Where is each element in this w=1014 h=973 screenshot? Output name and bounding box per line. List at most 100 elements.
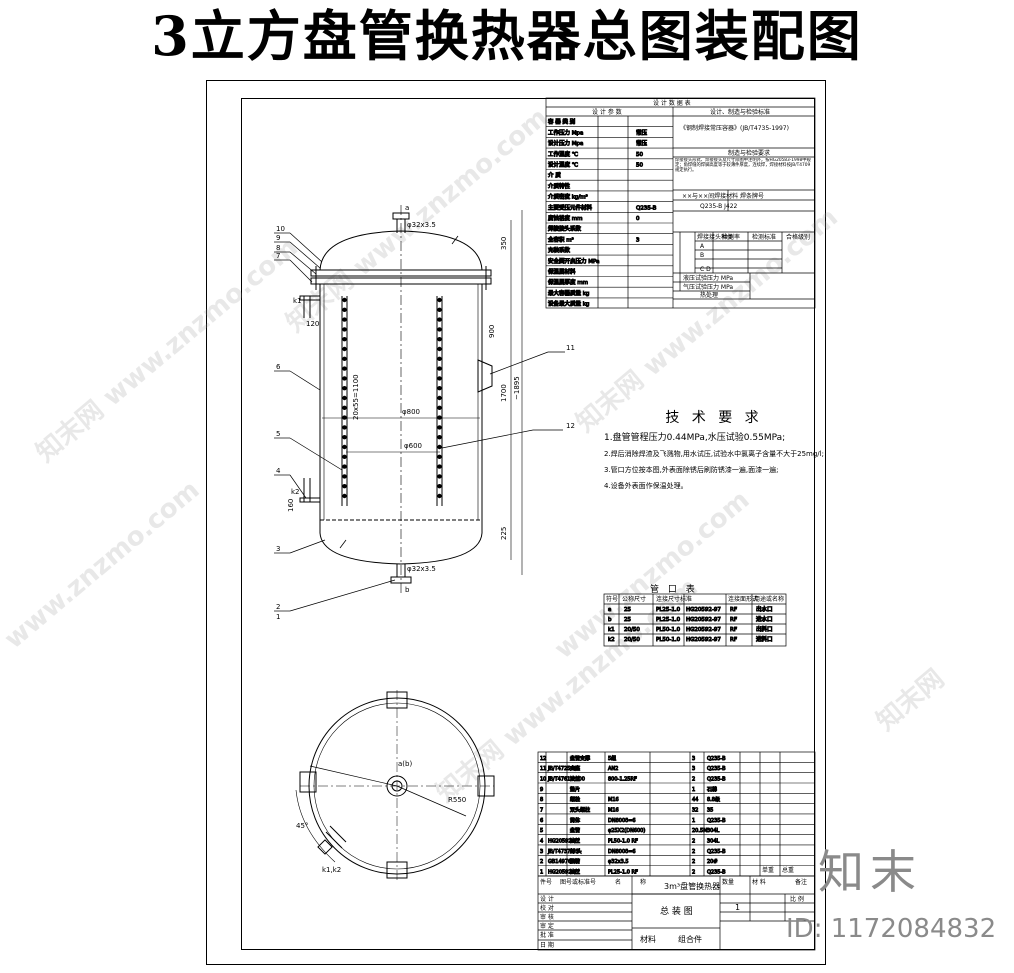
nozzle-cell: a bbox=[608, 607, 611, 613]
coil-turn-mark bbox=[342, 444, 347, 450]
design-param-label: 设计压力 Mpa bbox=[548, 139, 583, 147]
callout-number: 7 bbox=[276, 252, 280, 260]
parts-cell: 封 头 bbox=[570, 848, 582, 855]
parts-cell: 筒体 bbox=[570, 817, 580, 824]
parts-cell: 2 bbox=[692, 776, 695, 782]
ndt-row-b: B bbox=[700, 252, 704, 259]
ndt-row-cd: C D bbox=[700, 266, 711, 273]
design-param-label: 安全阀开启压力 MPa bbox=[548, 257, 599, 265]
ndt-col-std: 检测标准 bbox=[752, 233, 776, 241]
callout-number: 2 bbox=[276, 603, 280, 611]
plan-radius: R550 bbox=[448, 796, 466, 804]
parts-footer-std: 图号或标准号 bbox=[560, 878, 596, 886]
design-param-value: 50 bbox=[636, 163, 643, 169]
design-param-label: 腐蚀裕度 mm bbox=[548, 214, 582, 222]
parts-cell: 盘管 bbox=[570, 827, 580, 834]
nozzle-col-face: 连接面形式 bbox=[728, 595, 758, 603]
parts-cell: 8 bbox=[540, 797, 543, 803]
parts-cell: φ25X2(DN600) bbox=[608, 828, 645, 834]
k2-label: k2 bbox=[291, 488, 300, 496]
parts-cell: 支座 bbox=[570, 765, 580, 772]
design-param-label: 充装系数 bbox=[548, 246, 571, 254]
design-param-label: 最大容器质量 kg bbox=[548, 289, 589, 297]
parts-cell: JB/T4761-2000 bbox=[547, 776, 585, 782]
design-param-value: Q235-B bbox=[636, 205, 657, 211]
coil-turn-mark bbox=[342, 435, 347, 440]
parts-footer-name2: 称 bbox=[640, 878, 646, 886]
coil-turn-mark bbox=[437, 415, 442, 420]
product-name: 3m³盘管换热器 bbox=[664, 881, 720, 891]
coil-turn-mark bbox=[342, 425, 347, 430]
drawing-sheet-inner-border bbox=[241, 98, 815, 950]
nozzle-cell: 25 bbox=[624, 617, 631, 623]
parts-cell: 盘管支撑 bbox=[570, 755, 590, 762]
parts-cell: M16 bbox=[608, 797, 619, 803]
dim-h3: 1700 bbox=[500, 384, 508, 402]
parts-cell: 800-1.25RF bbox=[608, 776, 637, 782]
nozzle-cell: 20/50 bbox=[624, 637, 640, 643]
design-param-label: 容 器 类 别 bbox=[548, 118, 575, 126]
parts-cell: HG20592-97 bbox=[548, 869, 580, 875]
design-param-label: 设计温度 ℃ bbox=[548, 161, 578, 169]
parts-cell: 2 bbox=[692, 869, 695, 875]
parts-cell: 2 bbox=[540, 859, 543, 865]
parts-cell: 304L bbox=[707, 828, 720, 834]
tech-req-item: 3.管口方位按本图,外表面除锈后刷防锈漆一遍,面漆一遍; bbox=[604, 466, 779, 474]
coil-turn-mark bbox=[437, 493, 442, 499]
ndt-row-a: A bbox=[700, 243, 705, 250]
parts-cell: 5组 bbox=[608, 755, 616, 762]
nozzle-cell: k1 bbox=[608, 627, 615, 633]
design-params-heading: 设 计 参 数 bbox=[592, 108, 622, 116]
parts-cell: 12 bbox=[540, 756, 546, 762]
nozzle-cell: PL50-1.0 bbox=[656, 627, 681, 633]
nozzle-cell: RF bbox=[730, 637, 737, 643]
parts-cell: PL25-1.0 RF bbox=[608, 869, 638, 875]
k1-label: k1 bbox=[293, 297, 302, 305]
design-param-value: 3 bbox=[636, 237, 640, 243]
role-approve: 审 定 bbox=[540, 922, 554, 930]
material-value: 组合件 bbox=[678, 934, 702, 944]
parts-cell: 3 bbox=[692, 766, 695, 772]
nozzle-col-symbol: 符号 bbox=[606, 595, 618, 603]
plan-a-label: a(b) bbox=[398, 760, 412, 768]
coil-turn-mark bbox=[437, 317, 442, 322]
role-review: 审 核 bbox=[540, 913, 554, 921]
parts-cell: 法兰 bbox=[570, 775, 580, 782]
nozzle-cell: PL50-1.0 bbox=[656, 637, 681, 643]
design-param-label: 工作温度 ℃ bbox=[548, 150, 578, 158]
coil-turn-mark bbox=[342, 376, 347, 381]
parts-cell: 1 bbox=[540, 869, 543, 875]
parts-cell: Q235-B bbox=[707, 776, 726, 782]
coil-turn-mark bbox=[437, 297, 442, 303]
parts-cell: 44 bbox=[692, 797, 698, 803]
role-check: 校 对 bbox=[540, 904, 554, 912]
coil-turn-mark bbox=[342, 346, 347, 352]
nozzle-cell: 25 bbox=[624, 607, 631, 613]
drawing-sheet-outer-border bbox=[206, 80, 826, 965]
parts-cell: 5 bbox=[540, 828, 543, 834]
weld-note: 焊接接头形式、焊接接头及尺寸除图中注明外，按HG20583-1998中规定；角焊… bbox=[675, 158, 811, 173]
coil-turn-mark bbox=[437, 484, 442, 489]
nozzle-cell: HG20592-97 bbox=[686, 627, 721, 633]
nozzle-table-heading: 管 口 表 bbox=[650, 583, 698, 595]
callout-number: 11 bbox=[566, 344, 575, 352]
design-param-label: 主要受压元件材料 bbox=[548, 203, 593, 211]
coil-turn-mark bbox=[342, 395, 347, 401]
nozzle-cell: HG20592-97 bbox=[686, 637, 721, 643]
weld-row-1: ××与××间焊接材料 焊条牌号 bbox=[682, 192, 764, 200]
coil-turn-mark bbox=[437, 376, 442, 381]
design-param-value: 50 bbox=[636, 152, 643, 158]
drawing-name: 总 装 图 bbox=[660, 905, 693, 917]
coil-turn-mark bbox=[437, 307, 442, 312]
parts-cell: 法兰 bbox=[570, 837, 580, 844]
coil-turn-mark bbox=[342, 297, 347, 303]
dim-h4: ~1895 bbox=[513, 376, 521, 400]
coil-turns bbox=[342, 297, 442, 499]
coil-turn-mark bbox=[342, 405, 347, 410]
parts-cell: 1 bbox=[692, 818, 695, 824]
nozzle-table bbox=[603, 593, 787, 647]
coil-turn-mark bbox=[437, 444, 442, 450]
coil-turn-mark bbox=[342, 327, 347, 332]
coil-turn-mark bbox=[342, 415, 347, 420]
